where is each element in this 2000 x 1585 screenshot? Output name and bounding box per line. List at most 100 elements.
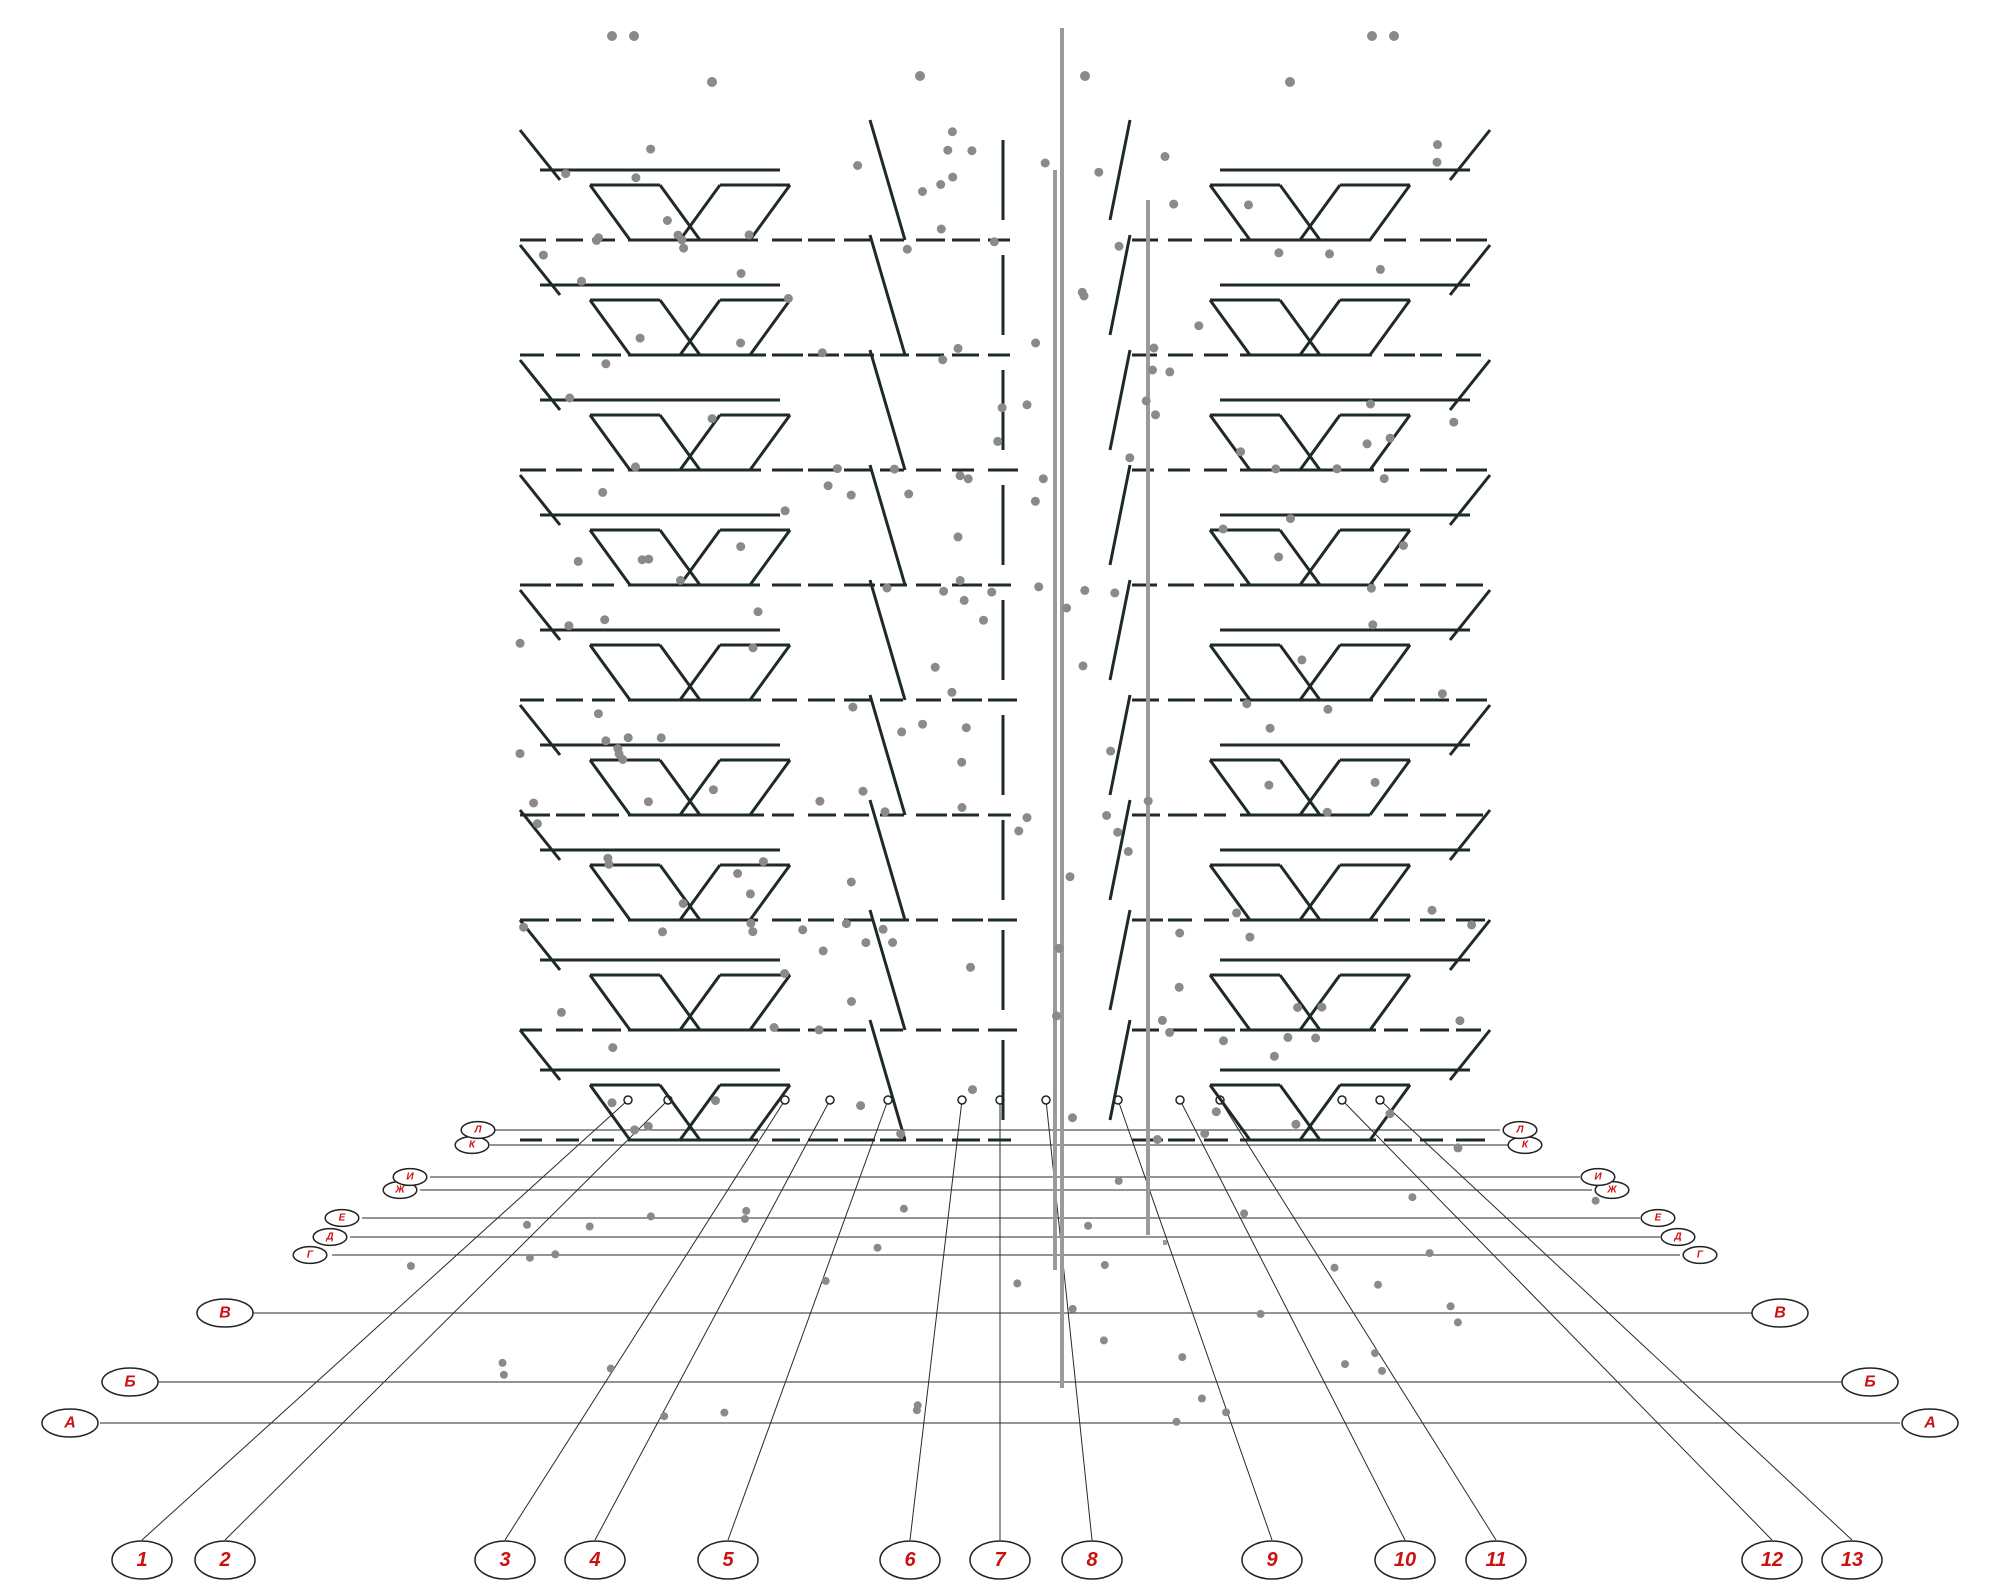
pipe-segment — [1278, 644, 1322, 701]
axis-letter-bubble-right — [1502, 1120, 1538, 1140]
fitting — [846, 877, 856, 887]
axis-letter-bubble-right-label: Б — [1864, 1374, 1875, 1391]
fitting — [1370, 777, 1380, 787]
pipe-segment — [1298, 644, 1342, 701]
fitting — [707, 414, 717, 424]
axis-letter-bubble-right — [1580, 1167, 1616, 1187]
fitting — [1100, 1261, 1109, 1269]
fitting — [565, 393, 575, 403]
fitting — [957, 757, 967, 767]
fitting — [551, 1250, 560, 1259]
fitting — [746, 918, 756, 928]
fitting — [1143, 796, 1153, 806]
fitting — [1080, 71, 1090, 81]
axis-letter-bubble-left — [392, 1167, 428, 1187]
pipe-segment — [1108, 1019, 1132, 1121]
pipe-segment — [868, 119, 907, 241]
fitting — [643, 1121, 653, 1131]
pipe-segment — [1208, 414, 1252, 471]
axis-letter-bubble-left-label: Д — [325, 1232, 333, 1243]
pipe-segment — [1448, 919, 1492, 971]
fitting — [623, 733, 633, 743]
fitting — [1175, 928, 1185, 938]
axis-line-number — [909, 1099, 963, 1541]
fitting — [856, 1101, 866, 1111]
axis-letter-bubble-right-label: В — [1774, 1305, 1786, 1322]
fitting — [1366, 583, 1376, 593]
pipe-segment — [868, 909, 907, 1031]
fitting — [1106, 746, 1116, 756]
fitting — [1157, 1015, 1167, 1025]
axis-letter-bubble-left-label: Г — [307, 1250, 314, 1261]
fitting — [1453, 1318, 1462, 1327]
axis-letter-bubble-right-label: А — [1923, 1415, 1936, 1432]
pipe-segment — [518, 1029, 562, 1081]
pipe-segment — [1298, 299, 1342, 356]
axis-number-bubble — [564, 1540, 626, 1580]
fitting — [740, 1215, 749, 1223]
pipe-segment — [658, 759, 702, 816]
axis-number-bubble-label: 13 — [1841, 1549, 1863, 1571]
fitting — [1242, 699, 1252, 709]
fitting — [499, 1370, 508, 1379]
pipe-segment — [868, 349, 907, 471]
fitting — [882, 583, 892, 593]
pipe-segment — [1278, 974, 1322, 1031]
axis-letter-bubble-left-label: И — [406, 1172, 414, 1183]
fitting — [1274, 248, 1284, 258]
fitting — [1432, 157, 1442, 167]
axis-letter-bubble-right-label: Ж — [1606, 1185, 1617, 1196]
fitting — [1068, 1113, 1077, 1123]
fitting — [600, 615, 610, 625]
fitting — [564, 621, 574, 631]
pipe-segment — [1448, 474, 1492, 526]
fitting — [1031, 338, 1041, 348]
pipe-segment — [1298, 759, 1342, 816]
fitting — [1232, 908, 1242, 918]
fittings — [406, 31, 1600, 1426]
fitting — [861, 938, 871, 948]
fitting — [662, 216, 672, 225]
pipe-segment — [1298, 414, 1342, 471]
fitting — [1385, 433, 1395, 443]
axis-number-bubble-label: 12 — [1761, 1549, 1783, 1571]
pipe-segment — [518, 129, 562, 181]
fitting — [896, 1129, 906, 1139]
fitting — [604, 859, 614, 869]
fitting — [598, 487, 608, 497]
axis-top-marker — [883, 1095, 893, 1105]
fitting — [989, 237, 999, 247]
fitting — [1165, 1027, 1175, 1037]
axis-number-bubble — [111, 1540, 173, 1580]
axis-letter-bubble-right-label: И — [1594, 1172, 1602, 1183]
pipe-segment — [748, 299, 792, 356]
fitting — [1125, 453, 1135, 463]
fitting — [1449, 417, 1459, 427]
axis-number-bubble — [879, 1540, 941, 1580]
pipe-segment — [1368, 974, 1412, 1031]
fitting — [1178, 1353, 1187, 1362]
fitting — [1174, 982, 1184, 992]
pipe-segment — [1108, 909, 1132, 1011]
fitting — [614, 749, 624, 759]
fitting — [1283, 1032, 1293, 1042]
axis-letter-bubble-left — [41, 1408, 99, 1438]
fitting — [601, 359, 611, 369]
pipe-segment — [658, 529, 702, 586]
fitting — [1123, 847, 1133, 856]
fitting — [1371, 1349, 1379, 1358]
fitting — [1172, 1417, 1181, 1426]
fitting — [1151, 410, 1160, 420]
fitting — [538, 250, 548, 260]
axis-number-bubble — [969, 1540, 1031, 1580]
fitting — [918, 719, 928, 729]
fitting — [532, 819, 542, 829]
pipe-segment — [1368, 759, 1412, 816]
pipe-segment — [1108, 579, 1132, 681]
pipe-segment — [1108, 119, 1132, 221]
fitting — [1399, 541, 1408, 550]
pipe-segment — [868, 694, 907, 816]
fitting — [1385, 1109, 1395, 1119]
axis-number-bubble-label: 11 — [1486, 1549, 1507, 1571]
fitting — [644, 554, 654, 564]
